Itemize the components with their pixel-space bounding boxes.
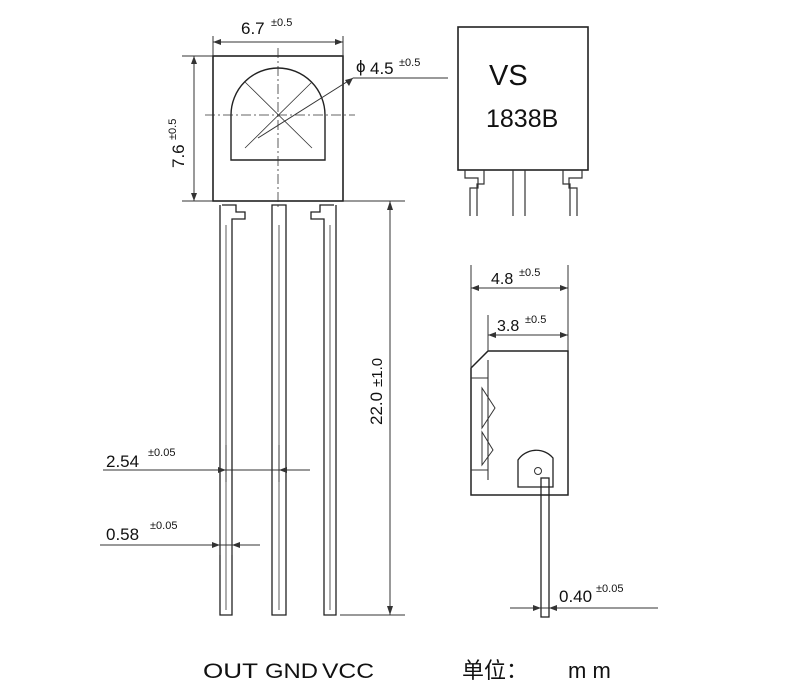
pin-label-out: OUT	[203, 660, 258, 683]
dim-side-inner-label: 3.8	[497, 318, 519, 335]
dim-pitch: 2.54 ±0.05	[103, 445, 310, 482]
dim-side-depth-tol: ±0.5	[519, 267, 540, 279]
marking-line1: VS	[489, 60, 528, 92]
lead-vcc	[310, 204, 337, 616]
dim-lead-length-label: 22.0	[367, 392, 386, 425]
dim-width: 6.7 ±0.5	[212, 17, 344, 56]
dim-lead-length: 22.0 ±1.0	[340, 200, 405, 616]
side-view	[470, 350, 569, 618]
units-note: 单位： m m	[462, 658, 611, 683]
pin-labels: OUT GND VCC	[203, 660, 374, 683]
front-view	[205, 48, 355, 616]
dim-lens-tol: ±0.5	[399, 57, 420, 69]
lead-gnd	[271, 204, 287, 616]
units-label: 单位：	[462, 658, 528, 683]
dim-lead-length-tol: ±1.0	[369, 358, 386, 387]
dim-side-depth-label: 4.8	[491, 271, 513, 288]
dim-lead-width: 0.58 ±0.05	[100, 520, 260, 555]
side-lead-bend	[517, 449, 554, 488]
marking-leads	[464, 170, 583, 216]
marking-body	[457, 26, 589, 171]
dim-lead-thickness-label: 0.40	[559, 587, 592, 606]
dim-width-tol: ±0.5	[271, 17, 292, 29]
dim-height: 7.6 ±0.5	[167, 55, 213, 202]
dim-lead-width-label: 0.58	[106, 525, 139, 544]
dim-height-tol: ±0.5	[167, 119, 179, 140]
dim-lens-diameter: ϕ 4.5 ±0.5	[257, 57, 448, 139]
dim-height-label: 7.6	[169, 144, 188, 168]
dim-lens-label: 4.5	[370, 59, 394, 78]
dim-pitch-tol: ±0.05	[148, 447, 175, 459]
dim-side-inner: 3.8 ±0.5	[487, 314, 569, 351]
dim-lead-width-tol: ±0.05	[150, 520, 177, 532]
marking-view: VS 1838B	[457, 26, 589, 216]
side-lens-profile	[471, 360, 489, 480]
lead-out	[219, 204, 246, 616]
side-lead	[540, 477, 550, 618]
marking-line2: 1838B	[486, 105, 558, 133]
dim-side-depth: 4.8 ±0.5	[470, 265, 569, 368]
dim-lead-thickness: 0.40 ±0.05	[510, 583, 658, 611]
lens-dome	[230, 67, 326, 161]
pin-label-gnd: GND	[265, 660, 318, 683]
dim-lead-thickness-tol: ±0.05	[596, 583, 623, 595]
dim-pitch-label: 2.54	[106, 452, 139, 471]
dim-width-label: 6.7	[241, 19, 265, 38]
dim-side-inner-tol: ±0.5	[525, 314, 546, 326]
lens-diagonal-2	[244, 81, 313, 149]
dim-lens-symbol: ϕ	[356, 57, 366, 76]
pin-label-vcc: VCC	[322, 660, 374, 683]
side-body	[470, 350, 569, 496]
units-unit: m m	[568, 658, 611, 683]
